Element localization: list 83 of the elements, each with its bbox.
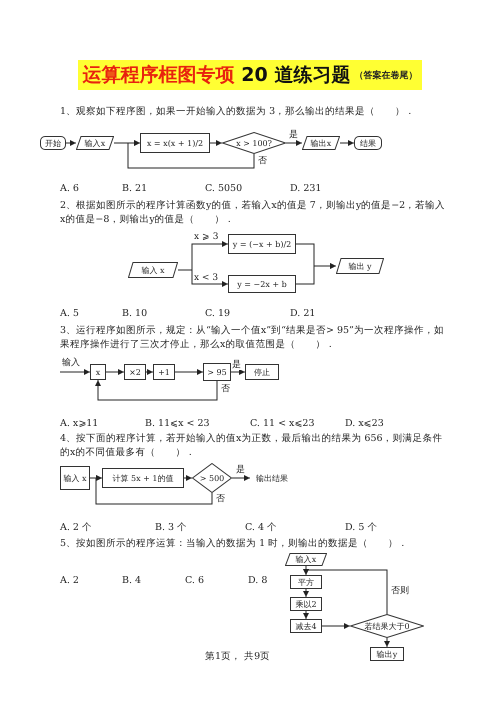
- arrow: [174, 369, 204, 375]
- arrow: [60, 369, 90, 375]
- process-box: 计算 5x + 1的值: [102, 468, 184, 488]
- arrow: [106, 369, 124, 375]
- decision-diamond: x > 100?: [222, 132, 286, 154]
- process-box: 停止: [245, 364, 279, 380]
- arrow: [232, 475, 250, 481]
- arrow: [95, 380, 218, 400]
- process-box: x = x(x + 1)/2: [140, 133, 210, 153]
- arrow: [146, 369, 154, 375]
- answer-option: C. 6: [185, 574, 204, 588]
- process-box: y = (−x + b)/2: [228, 234, 296, 254]
- process-box: y = −2x + b: [228, 275, 296, 293]
- answer-option: D. 21: [290, 307, 316, 321]
- decision-diamond: > 500: [192, 463, 232, 493]
- io-parallelogram: 输出x: [302, 136, 340, 150]
- answer-option: A. 2: [60, 574, 79, 588]
- process-box: 平方: [290, 575, 322, 589]
- answer-option: C. 19: [205, 307, 230, 321]
- arrow: [128, 140, 254, 168]
- page-number: 第1页， 共9页: [205, 650, 270, 664]
- answer-option: B. 4: [122, 574, 142, 588]
- io-parallelogram: 输入x: [285, 553, 327, 566]
- arrow: [303, 588, 309, 598]
- question-text: 5、按如图所示的程序运算：当输入的数据为 1 时，则输出的数据是（ ）．: [60, 537, 410, 551]
- question-text: 3、运行程序如图所示，规定：从“输入一个值x”到“结果是否> 95”为一次程序操作，如果程序操作进行了三次才停止，那么x的取值范围是（ ）．: [60, 324, 445, 352]
- edge-label: 是: [236, 465, 245, 475]
- answer-option: A. 5: [60, 307, 79, 321]
- process-box: x: [90, 364, 106, 380]
- answer-option: C. 11 < x⩽23: [250, 417, 315, 431]
- answer-option: B. 10: [122, 307, 148, 321]
- arrow: [303, 610, 309, 620]
- answer-option: D. 8: [248, 574, 268, 588]
- process-box: 输入 x: [60, 466, 90, 490]
- io-parallelogram: 输入x: [76, 136, 114, 150]
- arrow: [286, 140, 302, 146]
- answer-option: D. 231: [290, 182, 322, 196]
- note: （答案在卷尾）: [354, 69, 418, 82]
- edge-label: 是: [289, 130, 298, 140]
- arrow: [66, 140, 76, 146]
- answer-option: B. 3 个: [155, 521, 188, 535]
- edge-label: x < 3: [194, 273, 218, 283]
- answer-option: D. 5 个: [345, 521, 378, 535]
- output-text: 输出结果: [250, 471, 294, 485]
- answer-option: A. 2 个: [60, 521, 92, 535]
- answer-option: B. 11⩽x < 23: [145, 417, 210, 431]
- arrow: [384, 638, 390, 648]
- terminal-box: 结果: [354, 136, 382, 150]
- arrow: [296, 263, 336, 284]
- edge-label: x ⩾ 3: [194, 232, 219, 242]
- process-box: 乘以2: [290, 597, 322, 611]
- io-parallelogram: 输出 y: [336, 258, 384, 274]
- answer-option: C. 4 个: [245, 521, 278, 535]
- terminal-box: 开始: [40, 136, 66, 150]
- arrow: [210, 140, 222, 146]
- answer-option: A. 6: [60, 182, 79, 196]
- arrow: [303, 569, 388, 614]
- arrow: [184, 475, 192, 481]
- question-text: 4、按下面的程序计算，若开始输入的值x为正数，最后输出的结果为 656，则满足条件的x的不同值最多有（ ）．: [60, 432, 444, 460]
- edge-label: 否则: [391, 586, 409, 596]
- edge-label: 否: [258, 156, 267, 166]
- process-box: ×2: [124, 364, 146, 380]
- io-parallelogram: 输入 x: [128, 262, 178, 278]
- answer-option: A. x⩾11: [60, 417, 98, 431]
- arrow: [230, 369, 246, 375]
- process-box: 减去4: [290, 619, 322, 633]
- process-box: +1: [153, 364, 175, 380]
- edge-label: 输入: [62, 358, 80, 368]
- title: 运算程序框图专项 20 道练习题: [82, 63, 350, 88]
- question-text: 2、根据如图所示的程序计算函数y的值，若输入x的值是 7，则输出y的值是−2，若输入x的值是−8，则输出y的值是（ ）．: [60, 199, 446, 227]
- question-text: 1、观察如下程序图，如果一开始输入的数据为 3，那么输出的结果是（ ）．: [60, 105, 416, 119]
- arrow: [96, 475, 212, 504]
- process-box: 输出y: [370, 647, 404, 661]
- answer-option: B. 21: [122, 182, 148, 196]
- edge-label: 是: [232, 360, 241, 370]
- arrow: [340, 140, 354, 146]
- arrow: [322, 623, 350, 629]
- answer-option: D. x⩽23: [345, 417, 384, 431]
- process-box: > 95: [203, 363, 231, 381]
- edge-label: 否: [216, 494, 225, 504]
- answer-option: C. 5050: [205, 182, 242, 196]
- decision-diamond: 若结果大于0: [350, 614, 424, 638]
- edge-label: 否: [221, 384, 230, 394]
